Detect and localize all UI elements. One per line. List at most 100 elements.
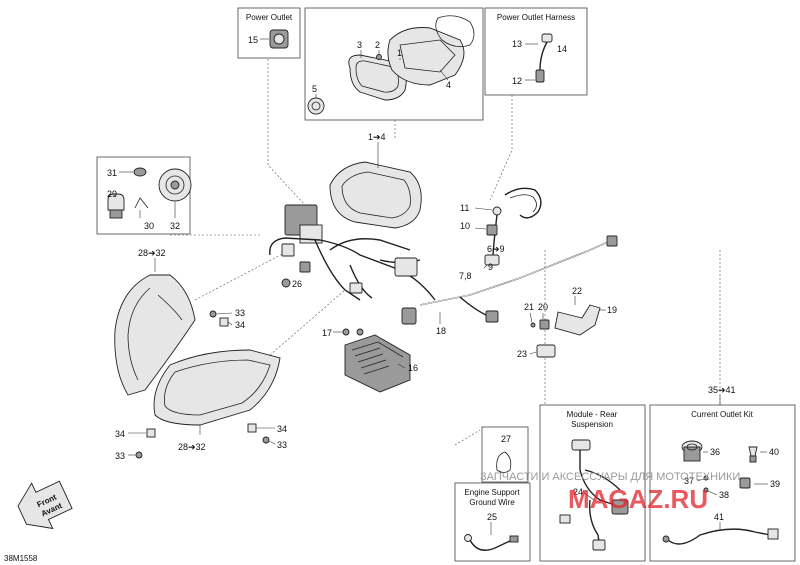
callout-15: 15 [248, 35, 258, 45]
callout-22: 22 [572, 286, 582, 296]
callout-21: 21 [524, 302, 534, 312]
harness-extension: 18 [419, 235, 618, 336]
callout-29: 29 [107, 189, 117, 199]
engine-support-ground-wire-box: Engine Support Ground Wire 25 [454, 482, 531, 562]
watermark-text: ЗАПЧАСТИ И АКСЕССУАРЫ ДЛЯ МОТОТЕХНИКИ [480, 471, 740, 483]
power-outlet-box: Power Outlet 15 [237, 7, 301, 59]
engine-support-title-1: Engine Support [464, 488, 520, 497]
left-headlight: 28➔32 [114, 248, 196, 396]
bulb-socket-icon [133, 167, 147, 177]
main-wiring-harness: 26 [269, 204, 436, 325]
callout-36: 36 [710, 447, 720, 457]
lower-headlight: 28➔32 [153, 349, 281, 452]
callout-23: 23 [517, 349, 527, 359]
callout-7-8: 7,8 [459, 271, 472, 281]
callout-33-c: 33 [277, 440, 287, 450]
screw-33a-icon [209, 310, 217, 318]
ground-wire-icon [464, 534, 519, 551]
power-outlet-harness-title: Power Outlet Harness [497, 13, 575, 22]
screw-17a-icon [342, 328, 350, 336]
front-direction-arrow: Front Avant [17, 480, 73, 530]
part-27-box: 27 [481, 426, 529, 483]
callout-37: 37 [684, 476, 694, 486]
current-outlet-kit-title: Current Outlet Kit [691, 410, 754, 419]
callout-19: 19 [607, 305, 617, 315]
screw-33b-icon [135, 451, 143, 459]
callout-12: 12 [512, 76, 522, 86]
callout-18: 18 [436, 326, 446, 336]
engine-support-title-2: Ground Wire [469, 498, 515, 507]
callout-33-a: 33 [235, 308, 245, 318]
callout-11: 11 [460, 203, 469, 213]
power-outlet-icon [269, 29, 289, 49]
gauge-cluster-box: 3 2 1 4 5 [304, 7, 484, 121]
callout-10: 10 [460, 221, 470, 231]
callout-4: 4 [446, 80, 451, 90]
callout-3: 3 [357, 40, 362, 50]
callout-34-a: 34 [235, 320, 245, 330]
callout-28-to-32-top: 28➔32 [138, 248, 166, 258]
grommet-34c-icon [247, 423, 257, 433]
grommet-11-icon [492, 206, 502, 216]
callout-5: 5 [312, 84, 317, 94]
headlight-bulb-box: 31 29 30 32 [96, 156, 192, 235]
screw-17b-icon [356, 328, 364, 336]
watermark: ЗАПЧАСТИ И АКСЕССУАРЫ ДЛЯ МОТОТЕХНИКИ MA… [480, 471, 740, 514]
power-outlet-title: Power Outlet [246, 13, 293, 22]
connector-subharness: 11 10 6➔9 7,8 9 [459, 187, 542, 281]
callout-35-to-41: 35➔41 [708, 385, 736, 395]
callout-34-b: 34 [115, 429, 125, 439]
callout-33-b: 33 [115, 451, 125, 461]
callout-14: 14 [557, 44, 567, 54]
callout-40: 40 [769, 447, 779, 457]
speed-sensor-icon [307, 97, 325, 115]
callout-20: 20 [538, 302, 548, 312]
outlet-wire-icon [662, 475, 779, 545]
outlet-socket-icon [681, 440, 703, 462]
callout-38: 38 [719, 490, 729, 500]
current-outlet-kit-box: 35➔41 Current Outlet Kit 36 40 37 38 39 [649, 385, 796, 562]
callout-16: 16 [408, 363, 418, 373]
headlight-fasteners: 33 34 34 33 34 33 [115, 308, 287, 461]
harness-plug-icon [535, 33, 553, 83]
module-rear-title-2: Suspension [571, 420, 613, 429]
module-rear-suspension-box: Module - Rear Suspension 24 [539, 404, 646, 562]
callout-27: 27 [501, 434, 511, 444]
callout-6-to-9: 6➔9 [487, 244, 505, 254]
callout-30: 30 [144, 221, 154, 231]
callout-32: 32 [170, 221, 180, 231]
screw-icon [376, 54, 382, 60]
callout-41: 41 [714, 512, 724, 522]
callout-2: 2 [375, 40, 380, 50]
callout-28-to-32-bottom: 28➔32 [178, 442, 206, 452]
callout-24: 24 [573, 487, 583, 497]
grommet-34a-icon [219, 317, 229, 327]
headlight-bulb-icon [107, 193, 125, 219]
callout-26: 26 [292, 279, 302, 289]
screw-33c-icon [262, 436, 270, 444]
callout-9: 9 [488, 262, 493, 272]
grommet-26-icon [281, 278, 291, 288]
outlet-cap-icon [748, 446, 758, 463]
power-outlet-harness-box: Power Outlet Harness 13 14 12 [484, 7, 588, 96]
callout-1: 1 [397, 48, 402, 58]
module-rear-title-1: Module - Rear [567, 410, 618, 419]
instrument-cluster: 1➔4 [329, 132, 422, 229]
callout-31: 31 [107, 168, 117, 178]
retaining-clip-icon [134, 197, 149, 209]
reference-code: 38M1558 [4, 554, 38, 563]
voltage-regulator: 17 16 [322, 328, 418, 393]
watermark-brand: MAGAZ.RU [568, 484, 708, 514]
mounting-bracket-group: 22 19 20 21 23 [517, 286, 617, 359]
module-harness-icon [559, 439, 629, 551]
grommet-34b-icon [146, 428, 156, 438]
callout-25: 25 [487, 512, 497, 522]
callout-17: 17 [322, 328, 332, 338]
gauge-lens-icon [435, 15, 475, 48]
callout-1-to-4: 1➔4 [368, 132, 386, 142]
callout-34-c: 34 [277, 424, 287, 434]
callout-13: 13 [512, 39, 522, 49]
callout-39: 39 [770, 479, 780, 489]
dust-cover-icon [158, 168, 192, 202]
